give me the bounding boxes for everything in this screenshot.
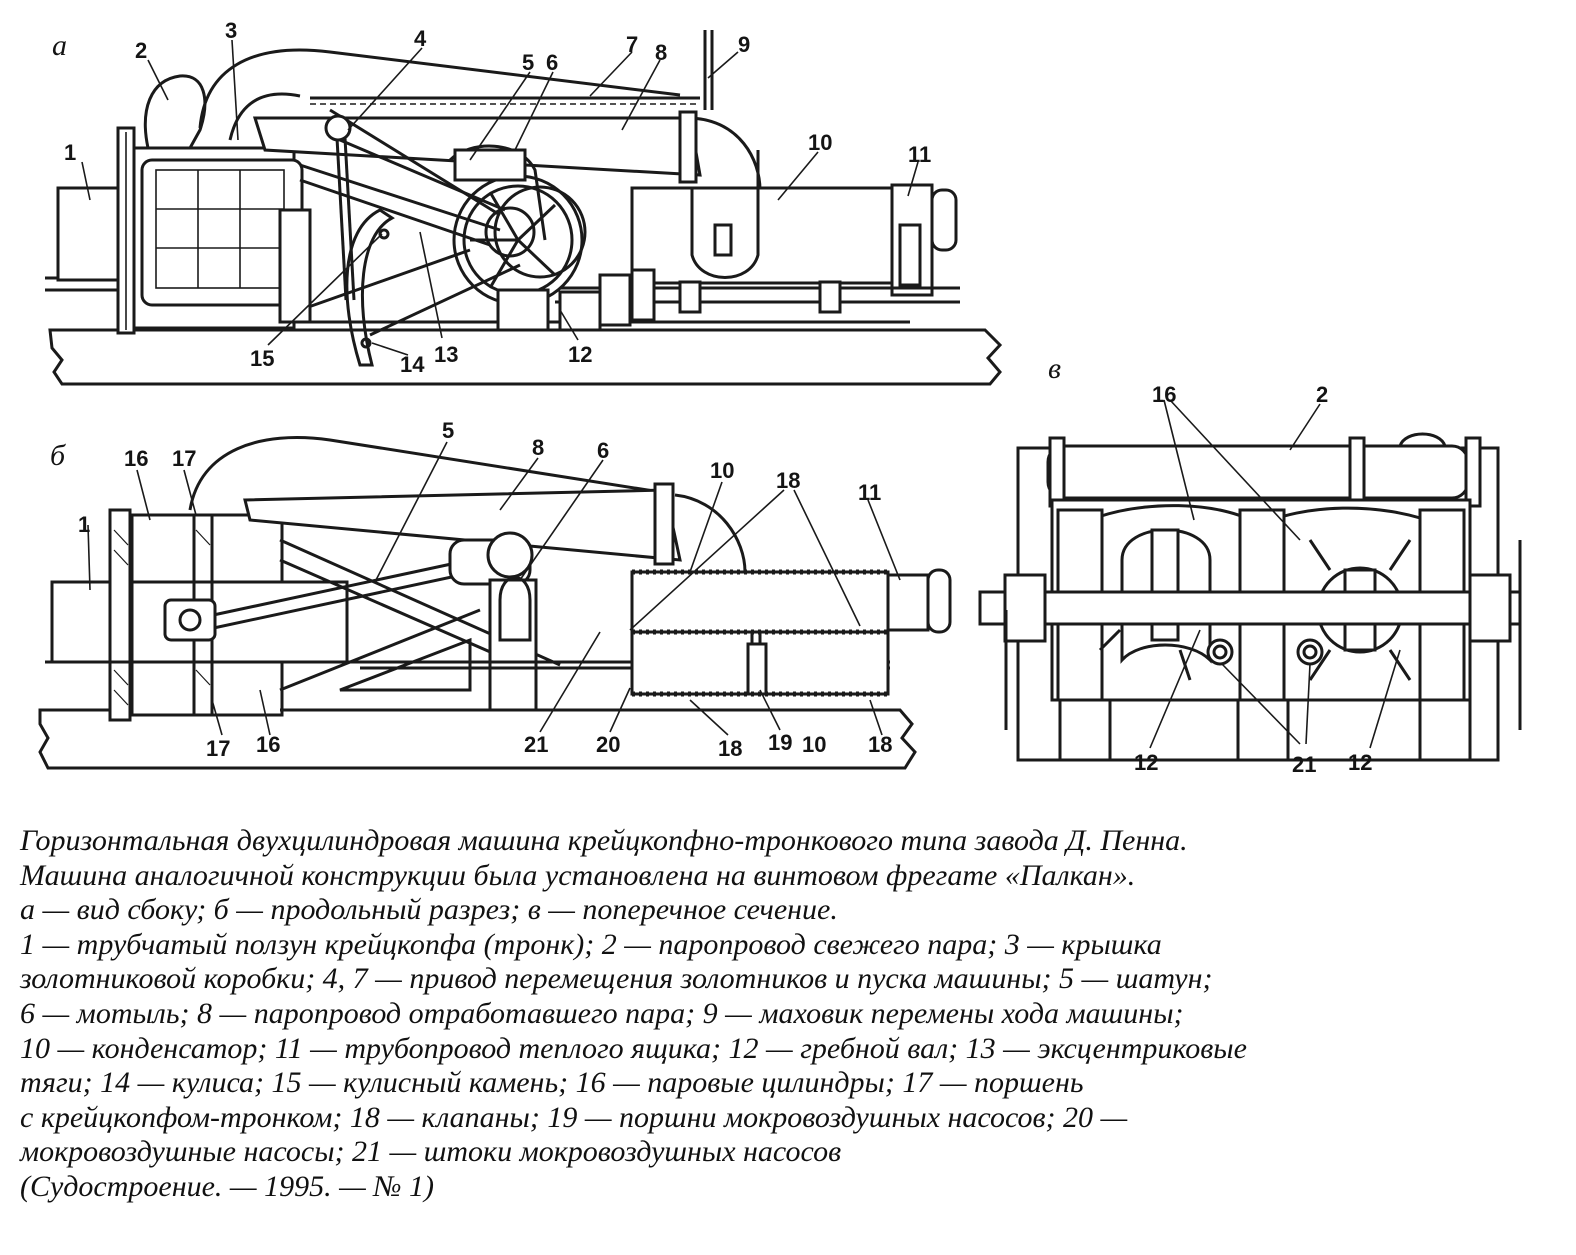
view-v-letter: в [1048,352,1061,385]
label-b-8: 8 [532,435,544,460]
engine-figure: а 1 2 3 4 5 6 7 8 9 10 11 12 13 14 15 [38,18,1522,777]
label-b-20: 20 [596,732,620,757]
exhaust-pipe-b [243,488,682,562]
view-b-section: б 1 16 17 5 8 6 10 18 11 17 16 21 20 18 … [38,418,952,770]
label-b-11: 11 [858,480,881,505]
label-b-6: 6 [597,438,609,463]
fresh-steam-pipe [143,74,207,149]
caption-line: (Судостроение. — 1995. — № 1) [20,1169,435,1203]
foundation-bed [48,328,1003,386]
engine-drawing: а 1 2 3 4 5 6 7 8 9 10 11 12 13 14 15 [38,18,1522,777]
label-a-12: 12 [568,342,592,367]
caption-line: с крейцкопфом-тронком; 18 — клапаны; 19 … [20,1100,1128,1134]
label-a-2: 2 [135,38,147,63]
label-v-21: 21 [1292,752,1316,777]
label-b-10-top: 10 [710,458,734,483]
fresh-steam-pipe-v [1046,444,1470,500]
propeller-shaft [978,590,1522,626]
label-a-8: 8 [655,40,667,65]
view-b-leaders [87,441,901,736]
label-v-12-left: 12 [1134,750,1158,775]
label-b-17-top: 17 [172,446,196,471]
view-a-letter: а [52,29,67,62]
label-a-7: 7 [626,32,638,57]
link-quadrant [345,208,395,367]
condenser [630,186,894,285]
label-v-16: 16 [1152,382,1176,407]
label-b-10-bottom: 10 [802,732,826,757]
label-b-18-bottom: 18 [868,732,892,757]
label-a-3: 3 [225,18,237,43]
label-b-18-top: 18 [776,468,800,493]
label-a-5: 5 [522,50,534,75]
trunk-1 [56,186,128,282]
condenser-b [630,570,890,634]
label-b-19: 19 [768,730,792,755]
label-a-14: 14 [400,352,425,377]
label-b-16-bottom: 16 [256,732,280,757]
caption-line: Горизонтальная двухцилиндровая машина кр… [20,824,1188,857]
label-v-2: 2 [1316,382,1328,407]
label-b-5: 5 [442,418,454,443]
caption-line: 1 — трубчатый ползун крейцкопфа (тронк);… [20,927,1162,961]
label-a-11: 11 [908,142,931,167]
view-v-cross-section: в 16 2 12 21 12 [978,352,1522,777]
label-a-9: 9 [738,32,750,57]
valve-chest-cover [140,158,304,307]
foundation-bed-b [38,708,917,770]
caption-line: мокровоздушные насосы; 21 — штоки мокров… [20,1135,842,1169]
label-a-10: 10 [808,130,832,155]
view-b-letter: б [50,439,66,472]
label-v-12-right: 12 [1348,750,1372,775]
view-a-side: а 1 2 3 4 5 6 7 8 9 10 11 12 13 14 15 [45,18,1003,386]
figure-caption: Горизонтальная двухцилиндровая машина кр… [20,824,1570,1205]
caption-line: золотниковой коробки; 4, 7 — привод пере… [20,962,1213,996]
caption-line: Машина аналогичной конструкции была уста… [20,858,1136,892]
caption-line: 10 — конденсатор; 11 — трубопровод тепло… [20,1031,1247,1065]
view-a-leaders [81,39,919,356]
label-b-16-top: 16 [124,446,148,471]
label-b-18-mid: 18 [718,736,742,761]
caption-line: тяги; 14 — кулиса; 15 — кулисный камень;… [20,1066,1084,1100]
label-b-17-bottom: 17 [206,736,230,761]
label-a-13: 13 [434,342,458,367]
label-a-4: 4 [414,26,427,51]
air-pump-left [630,630,754,696]
label-b-21: 21 [524,732,548,757]
air-pump-right [758,630,890,696]
label-a-6: 6 [546,50,558,75]
label-b-1: 1 [78,512,90,537]
label-a-1: 1 [64,140,76,165]
label-a-15: 15 [250,346,274,371]
view-v-leaders [1149,399,1401,749]
caption-line: а — вид сбоку; б — продольный разрез; в … [20,893,838,927]
caption-line: 6 — мотыль; 8 — паропровод отработавшего… [20,996,1184,1030]
